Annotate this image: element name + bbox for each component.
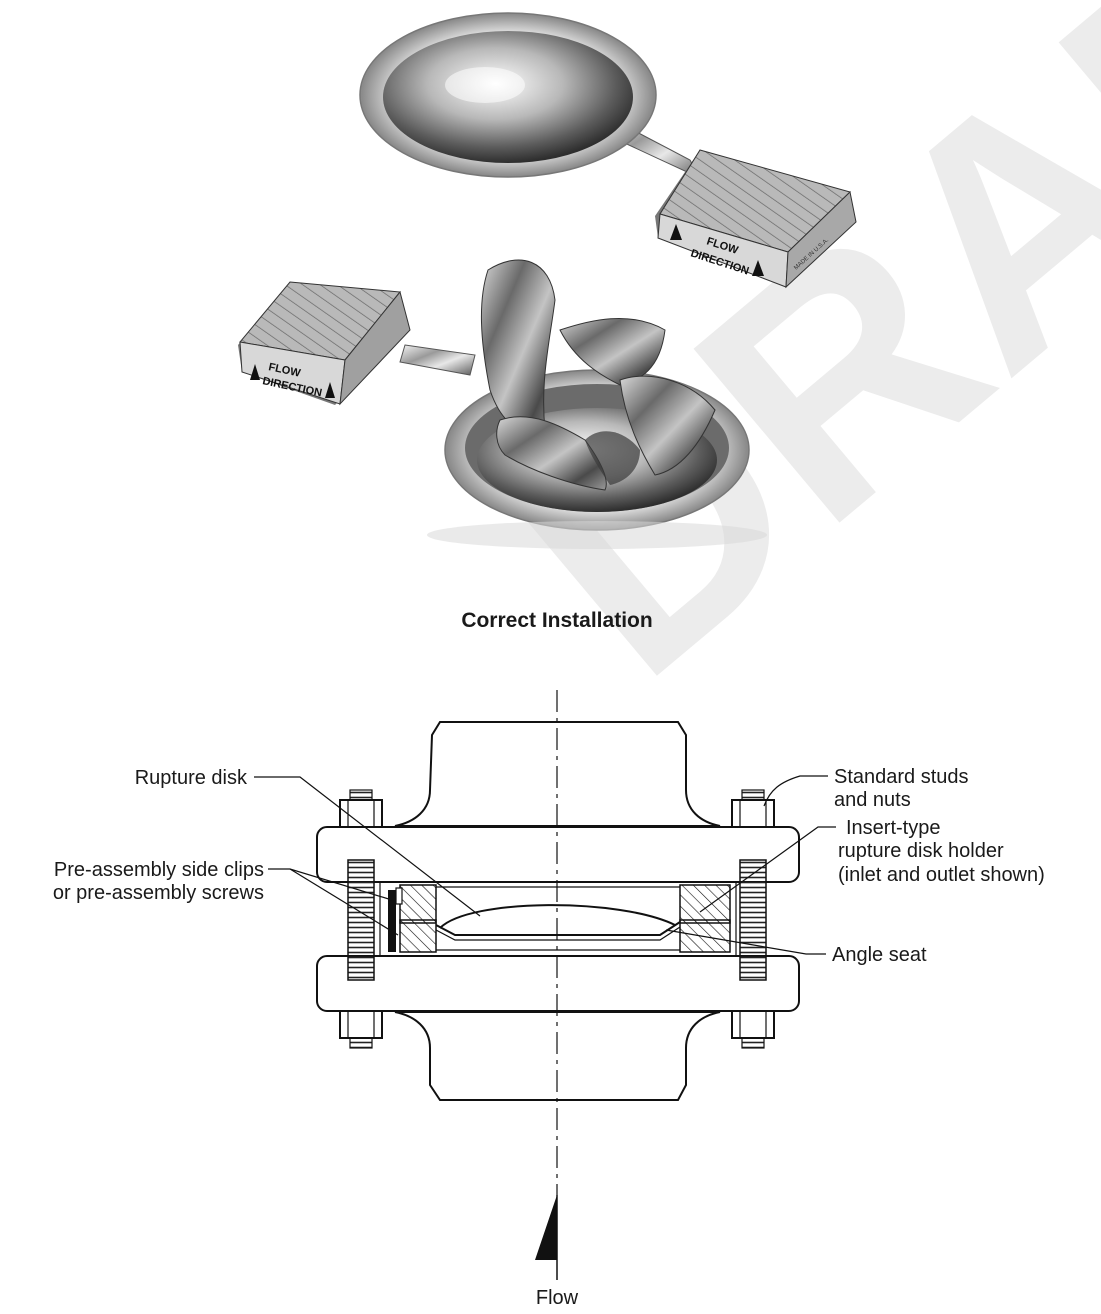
label-side-clips-1: Pre-assembly side clips — [54, 859, 264, 881]
arrow-up-icon — [250, 364, 260, 380]
installation-cross-section — [316, 690, 800, 1280]
callout-labels: Rupture disk Pre-assembly side clips or … — [53, 766, 1045, 1309]
intact-disk-tag: FLOW DIRECTION MADE IN U.S.A. — [655, 149, 857, 289]
label-holder-2: rupture disk holder — [838, 840, 1004, 862]
label-side-clips-2: or pre-assembly screws — [53, 882, 264, 904]
burst-rupture-disk: FLOW DIRECTION — [238, 259, 767, 549]
label-holder-1: Insert-type — [846, 817, 940, 839]
leader-lines — [254, 775, 836, 955]
arrow-up-icon — [752, 260, 764, 276]
right-stud — [731, 789, 775, 1049]
intact-rupture-disk: FLOW DIRECTION MADE IN U.S.A. — [359, 12, 857, 289]
label-studs-1: Standard studs — [834, 766, 969, 788]
burst-disk-tag: FLOW DIRECTION — [238, 281, 411, 406]
diagram-title: Correct Installation — [461, 609, 652, 632]
flow-arrow — [535, 1195, 558, 1280]
label-holder-3: (inlet and outlet shown) — [838, 864, 1045, 886]
label-rupture-disk: Rupture disk — [135, 767, 248, 789]
label-flow: Flow — [536, 1287, 579, 1309]
label-angle-seat: Angle seat — [832, 944, 927, 966]
left-stud — [339, 789, 383, 1049]
arrow-up-icon — [670, 224, 682, 240]
arrow-up-icon — [325, 382, 335, 398]
rupture-disk-holder — [379, 881, 737, 957]
label-studs-2: and nuts — [834, 789, 911, 811]
